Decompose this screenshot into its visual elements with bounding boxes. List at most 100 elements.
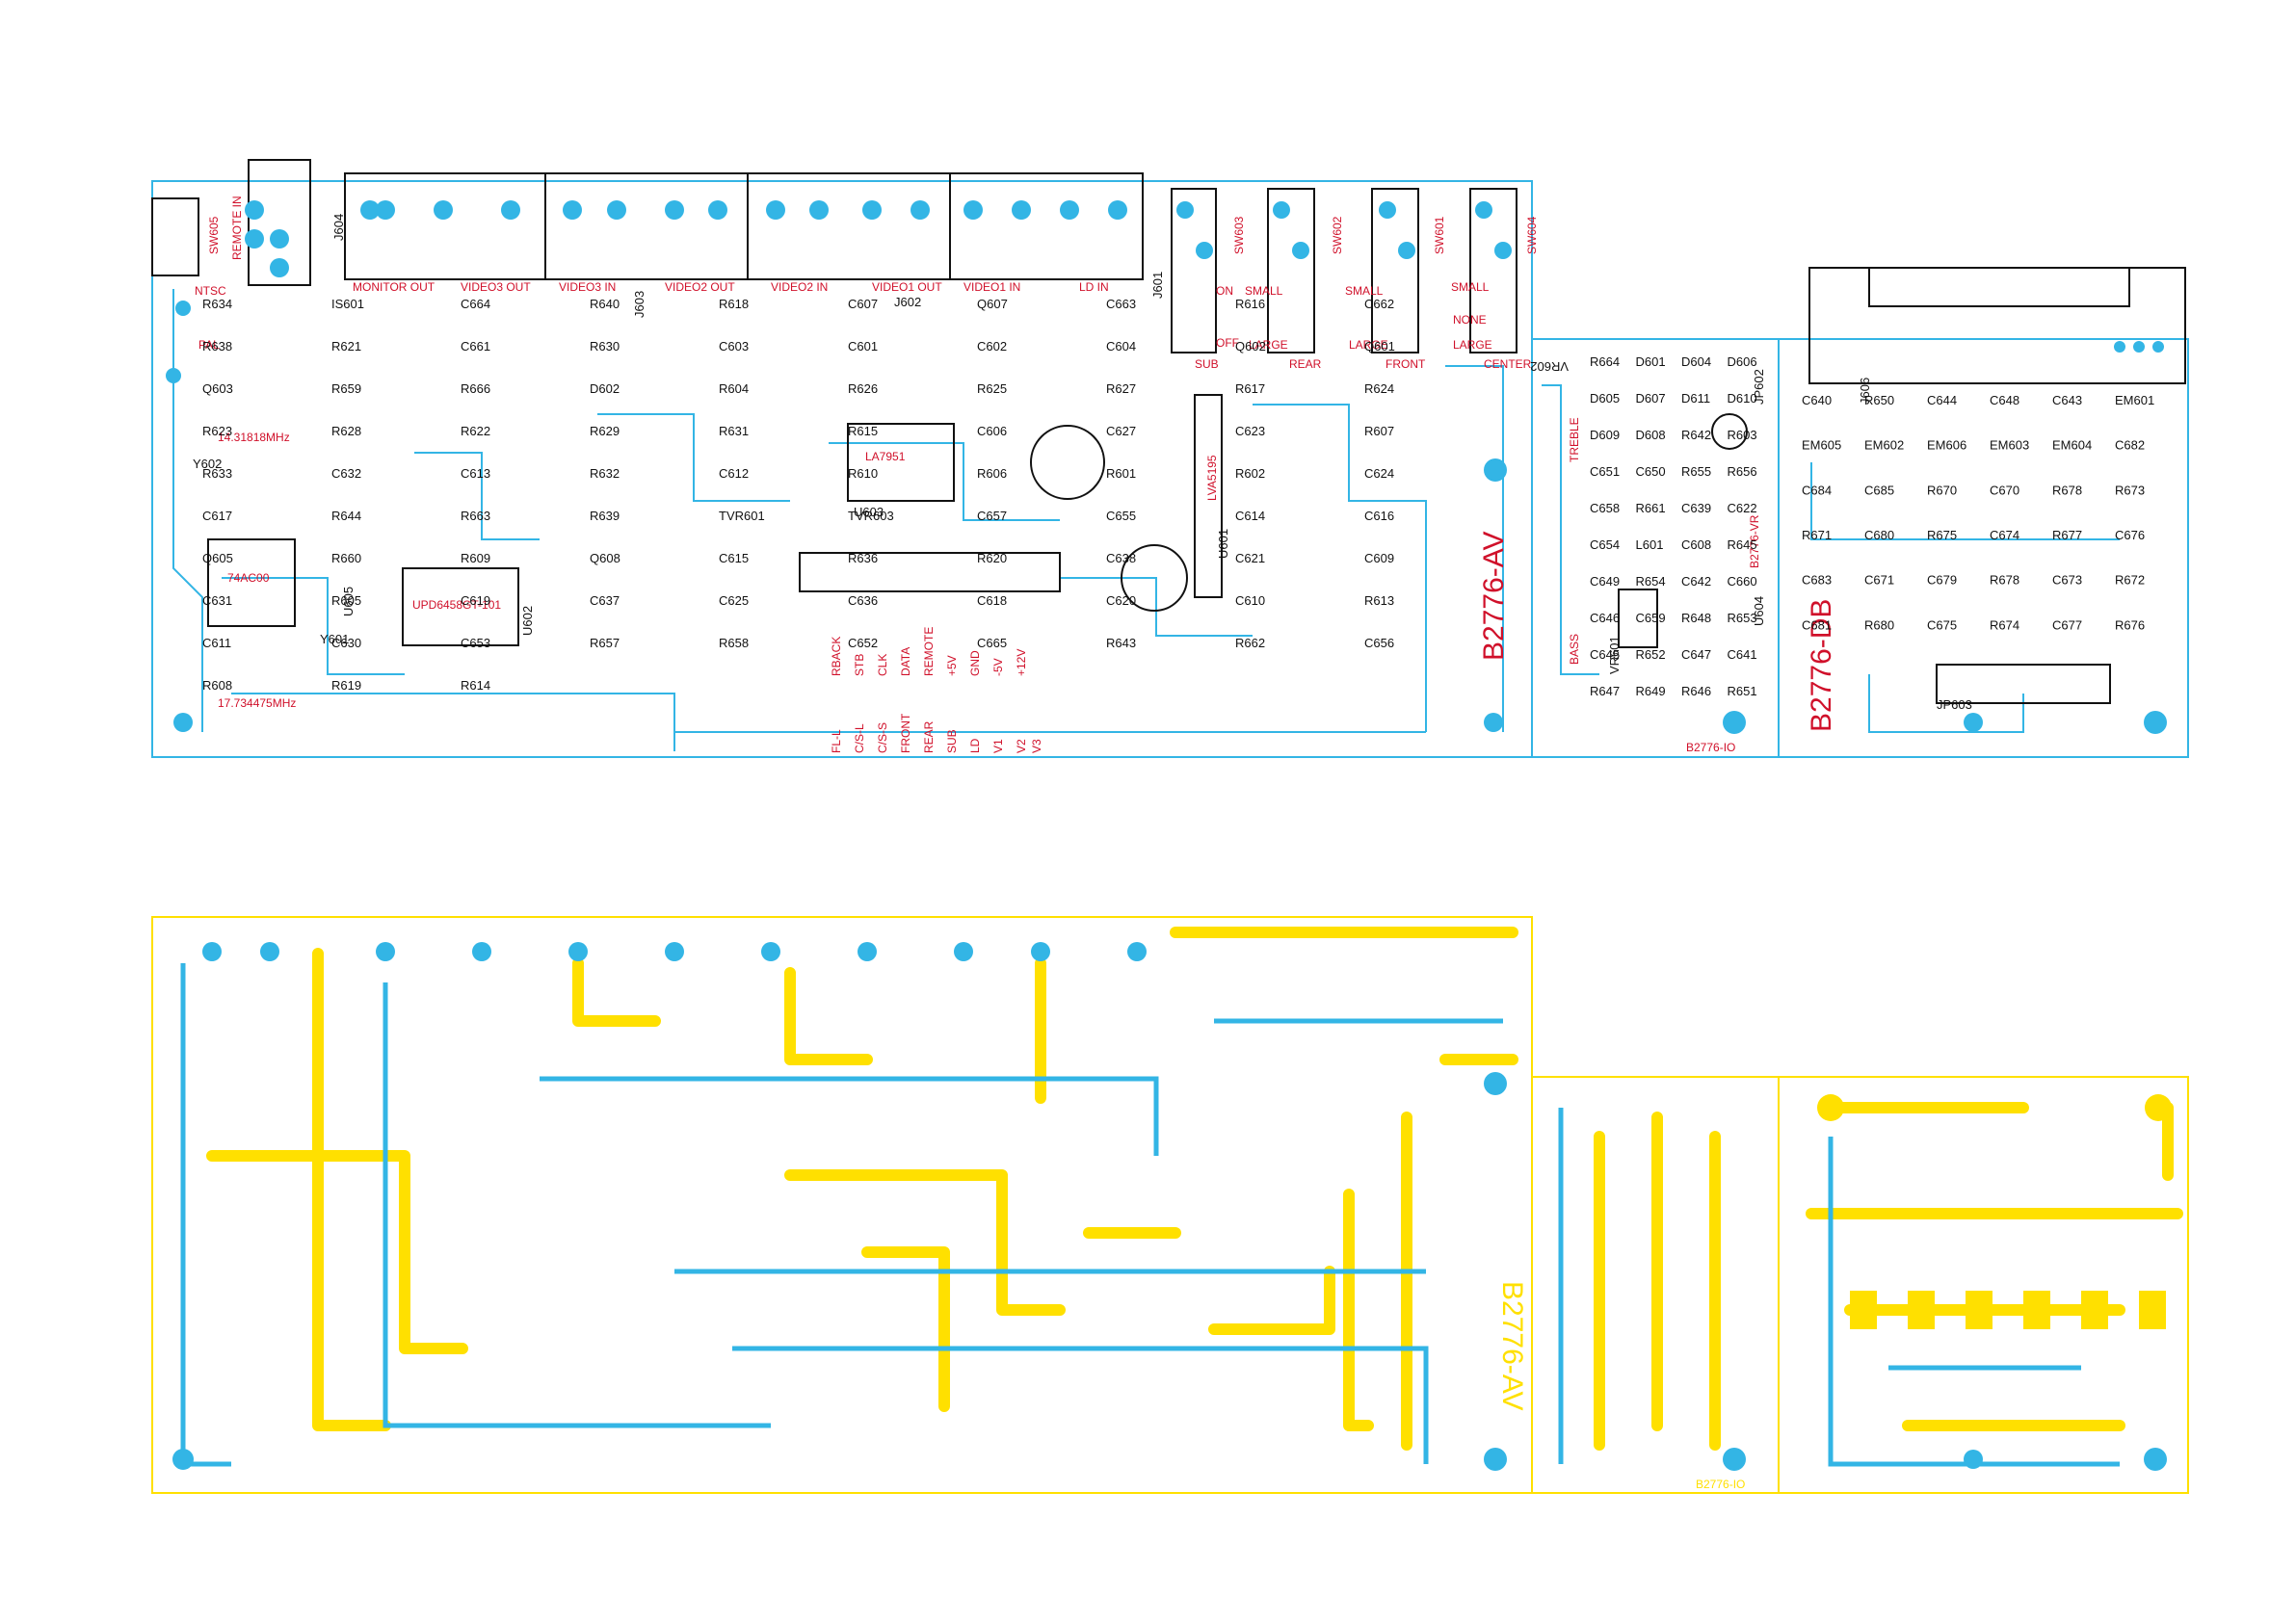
component-ref: R647 <box>1590 684 1620 698</box>
switch-sw603-sub: SUB <box>1195 357 1219 371</box>
component-ref: EM606 <box>1927 438 1966 453</box>
component-ref: C677 <box>2052 617 2082 632</box>
component-ref: C632 <box>331 466 361 481</box>
component-ref: D608 <box>1636 428 1666 442</box>
component-ref: R644 <box>331 509 361 523</box>
component-ref: R632 <box>590 466 620 481</box>
ic-u605-ref: U605 <box>341 587 356 616</box>
component-ref: R624 <box>1364 381 1394 396</box>
component-ref: C618 <box>977 593 1007 608</box>
jp601-pin-top-5: +5V <box>945 655 959 676</box>
component-ref: C643 <box>2052 393 2082 407</box>
bottom-pads <box>172 942 2167 1471</box>
component-ref: EM603 <box>1990 438 2029 453</box>
component-ref: Q608 <box>590 551 620 565</box>
component-ref: R639 <box>590 509 620 523</box>
component-ref: C673 <box>2052 573 2082 588</box>
component-ref: C675 <box>1927 617 1957 632</box>
component-ref: Q602 <box>1235 339 1266 353</box>
ic-u604-label: U604 <box>1752 596 1766 626</box>
switch-sw601-small: SMALL <box>1345 284 1384 298</box>
jp601-pin-bottom-9: V3 <box>1030 739 1043 753</box>
jack-label-video1-in: VIDEO1 IN <box>963 280 1020 294</box>
component-ref: R666 <box>461 381 490 396</box>
component-ref: R630 <box>590 339 620 353</box>
component-ref: C676 <box>2115 528 2145 542</box>
component-ref: C644 <box>1927 393 1957 407</box>
board-name-db: B2776-DB <box>1806 599 1837 732</box>
vr-vr602: VR602 <box>1530 359 1569 374</box>
component-ref: R613 <box>1364 593 1394 608</box>
component-ref: R619 <box>331 678 361 693</box>
component-ref: R625 <box>977 381 1007 396</box>
component-ref: C684 <box>1802 483 1832 497</box>
ic-u602-part: UPD6458GT-101 <box>412 598 501 612</box>
component-ref: R661 <box>1636 501 1666 515</box>
component-ref: C617 <box>202 509 232 523</box>
jp601-pin-bottom-3: FRONT <box>899 713 912 753</box>
component-ref: C637 <box>590 593 620 608</box>
jack-label-video2-in: VIDEO2 IN <box>771 280 828 294</box>
mode-ntsc: NTSC <box>195 284 226 298</box>
component-ref: R606 <box>977 466 1007 481</box>
component-ref: C624 <box>1364 466 1394 481</box>
switch-sw604-center: CENTER <box>1484 357 1532 371</box>
switch-sw602-large: LARGE <box>1249 338 1288 352</box>
jp601-pin-bottom-4: REAR <box>922 720 936 753</box>
connector-j606: J606 <box>1858 378 1872 405</box>
component-ref: C654 <box>1590 537 1620 552</box>
switch-sw602-rear: REAR <box>1289 357 1322 371</box>
jp601-pin-bottom-1: C/S-L <box>853 723 866 753</box>
component-ref: C620 <box>1106 593 1136 608</box>
ic-u605-part: 74AC00 <box>227 571 270 585</box>
component-ref: R603 <box>1728 428 1757 442</box>
component-ref: C641 <box>1728 647 1757 662</box>
board-name-av-bottom: B2776-AV <box>1496 1281 1528 1411</box>
component-ref: C656 <box>1364 636 1394 650</box>
component-ref: C664 <box>461 297 490 311</box>
component-ref: C609 <box>1364 551 1394 565</box>
component-ref: C604 <box>1106 339 1136 353</box>
switch-sw604-none: NONE <box>1453 313 1487 327</box>
jack-label-ld-in: LD IN <box>1079 280 1109 294</box>
component-ref: R653 <box>1728 611 1757 625</box>
component-ref: R655 <box>1681 464 1711 479</box>
component-ref: C608 <box>1681 537 1711 552</box>
component-ref: C655 <box>1106 509 1136 523</box>
component-ref: C660 <box>1728 574 1757 589</box>
mode-pal: PAL <box>198 338 220 352</box>
top-silkscreen: B2776-AV B2776-VR B2776-IO B2776-DB SW60… <box>193 196 1972 754</box>
top-ics <box>207 394 2111 704</box>
component-ref: C682 <box>2115 438 2145 453</box>
jp601-pin-top-8: +12V <box>1015 649 1028 676</box>
switch-sw601-label: SW601 <box>1433 216 1446 254</box>
switch-sw604-large: LARGE <box>1453 338 1492 352</box>
component-ref: R663 <box>461 509 490 523</box>
component-ref: R654 <box>1636 574 1666 589</box>
component-ref: C614 <box>1235 509 1265 523</box>
component-ref: C615 <box>719 551 749 565</box>
connector-j604: J604 <box>331 214 346 241</box>
component-ref: D607 <box>1636 391 1666 406</box>
ic-u604-ref: U604 <box>1752 596 1766 626</box>
component-ref: C670 <box>1990 483 2019 497</box>
switch-sw603-label: SW603 <box>1232 216 1246 254</box>
component-ref: R645 <box>1728 537 1757 552</box>
component-ref: R609 <box>461 551 490 565</box>
component-ref: C627 <box>1106 424 1136 438</box>
vr-jp603: JP603 <box>1937 697 1972 712</box>
board-name-io-bottom: B2776-IO <box>1696 1478 1745 1491</box>
vr-vr601: VR601 <box>1607 636 1622 674</box>
component-ref: R604 <box>719 381 749 396</box>
component-ref: R673 <box>2115 483 2145 497</box>
switch-sw603-on: ON <box>1216 284 1233 298</box>
component-ref: R662 <box>1235 636 1265 650</box>
component-ref: EM605 <box>1802 438 1841 453</box>
component-ref: C680 <box>1864 528 1894 542</box>
board-name-av: B2776-AV <box>1478 531 1510 661</box>
component-ref: R634 <box>202 297 232 311</box>
component-ref: C619 <box>461 593 490 608</box>
component-ref: D602 <box>590 381 620 396</box>
component-ref: IS601 <box>331 297 364 311</box>
switch-sw604-small: SMALL <box>1451 280 1490 294</box>
